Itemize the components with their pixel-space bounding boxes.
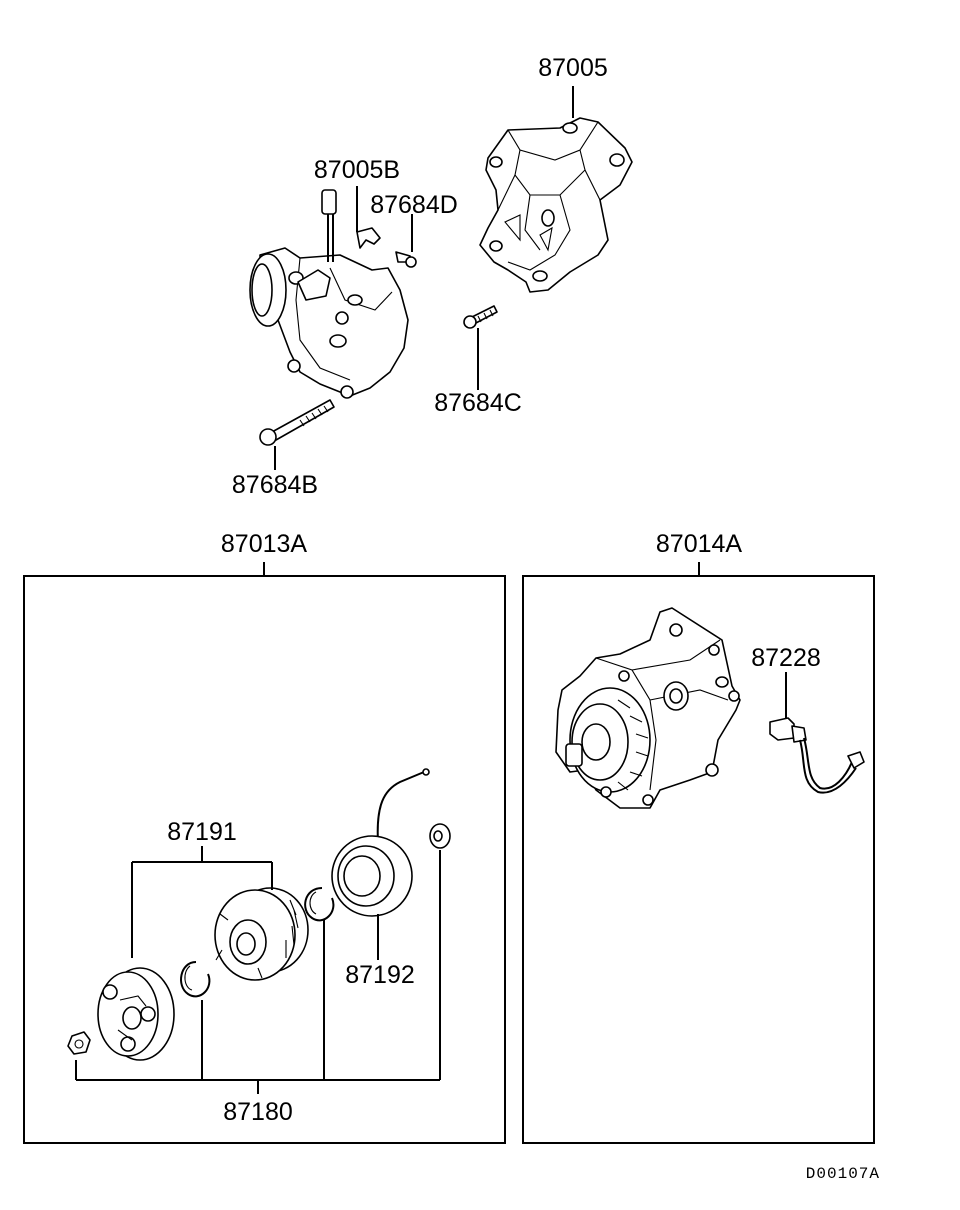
kit-box-87013A [23,575,506,1144]
label-87192: 87192 [345,961,415,989]
bracket-87005-drawing [479,117,633,293]
label-87180: 87180 [223,1098,293,1126]
label-87684B: 87684B [232,471,318,499]
label-87013A: 87013A [221,530,308,558]
label-87228: 87228 [751,644,821,672]
label-87684D: 87684D [370,191,458,219]
reference-code: D00107A [806,1165,880,1183]
field-coil-87192-drawing [331,835,413,917]
compressor-drawing [249,189,417,399]
label-87014A: 87014A [656,530,743,558]
compressor-87014A-drawing [555,607,741,809]
label-87191: 87191 [167,818,237,846]
shim-washer-drawing [429,823,451,849]
coil-wire [376,771,425,843]
label-87005B: 87005B [314,156,400,184]
snap-ring-small-drawing [180,961,211,998]
label-87684C: 87684C [434,389,522,417]
kit-box-87014A [522,575,875,1144]
leader-87180 [75,850,441,1094]
harness-87228-drawing [769,717,865,794]
snap-ring-large-drawing [304,887,335,922]
bolt-87684B-drawing [259,399,335,446]
nut-drawing [67,1031,91,1055]
bolt-87684C-drawing [463,305,498,329]
leader-87191 [131,846,273,958]
label-87005: 87005 [538,54,608,82]
armature-plate-drawing [97,967,175,1061]
pulley-87191-drawing [214,887,309,981]
